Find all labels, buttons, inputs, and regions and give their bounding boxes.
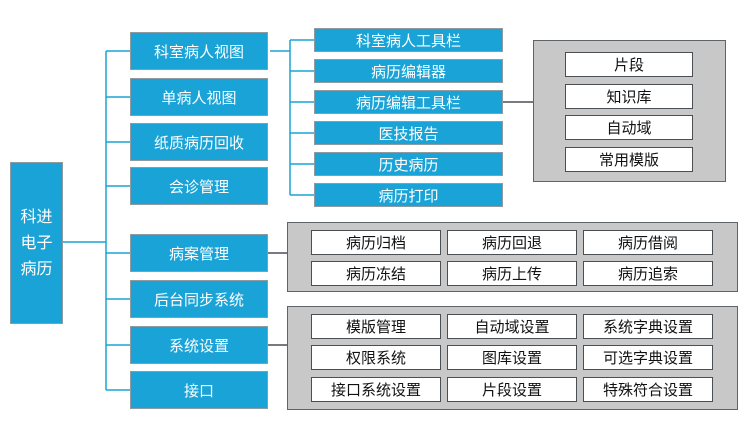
chip-interface-system-settings: 接口系统设置 [311,377,441,402]
node-record-mgmt: 病案管理 [130,234,268,272]
chip-record-upload: 病历上传 [447,261,577,286]
node-dept-patient-toolbar: 科室病人工具栏 [314,28,503,52]
node-medtech-report: 医技报告 [314,121,503,145]
root-label-line-3: 病历 [20,259,53,278]
node-editor-toolbar: 病历编辑工具栏 [314,90,503,114]
node-dept-patient-view: 科室病人视图 [130,32,268,70]
node-system-settings: 系统设置 [130,326,268,364]
node-consultation-mgmt: 会诊管理 [130,167,268,205]
node-paper-record-recall: 纸质病历回收 [130,123,268,161]
chip-special-symbol-settings: 特殊符合设置 [583,377,713,402]
chip-record-borrow: 病历借阅 [583,230,713,255]
chip-fragment-settings: 片段设置 [447,377,577,402]
node-history-record: 历史病历 [314,152,503,176]
chip-system-dictionary-settings: 系统字典设置 [583,314,713,339]
chip-record-archive: 病历归档 [311,230,441,255]
chip-template-mgmt: 模版管理 [311,314,441,339]
node-record-editor: 病历编辑器 [314,59,503,83]
root-node: 科进 电子 病历 [10,162,63,324]
node-interface: 接口 [130,371,268,409]
root-label-line-2: 电子 [20,233,53,252]
node-backend-sync: 后台同步系统 [130,280,268,318]
chip-permission-system: 权限系统 [311,345,441,370]
node-record-print: 病历打印 [314,183,503,207]
chip-auto-field: 自动域 [565,115,693,140]
chip-optional-dictionary-settings: 可选字典设置 [583,345,713,370]
chip-knowledge-base: 知识库 [565,84,693,109]
node-single-patient-view: 单病人视图 [130,78,268,116]
chip-common-template: 常用模版 [565,147,693,172]
chip-record-freeze: 病历冻结 [311,261,441,286]
chip-record-rollback: 病历回退 [447,230,577,255]
root-label-line-1: 科进 [20,207,53,226]
chip-gallery-settings: 图库设置 [447,345,577,370]
chip-record-recall: 病历追索 [583,261,713,286]
chip-fragment: 片段 [565,52,693,77]
chip-auto-field-settings: 自动域设置 [447,314,577,339]
